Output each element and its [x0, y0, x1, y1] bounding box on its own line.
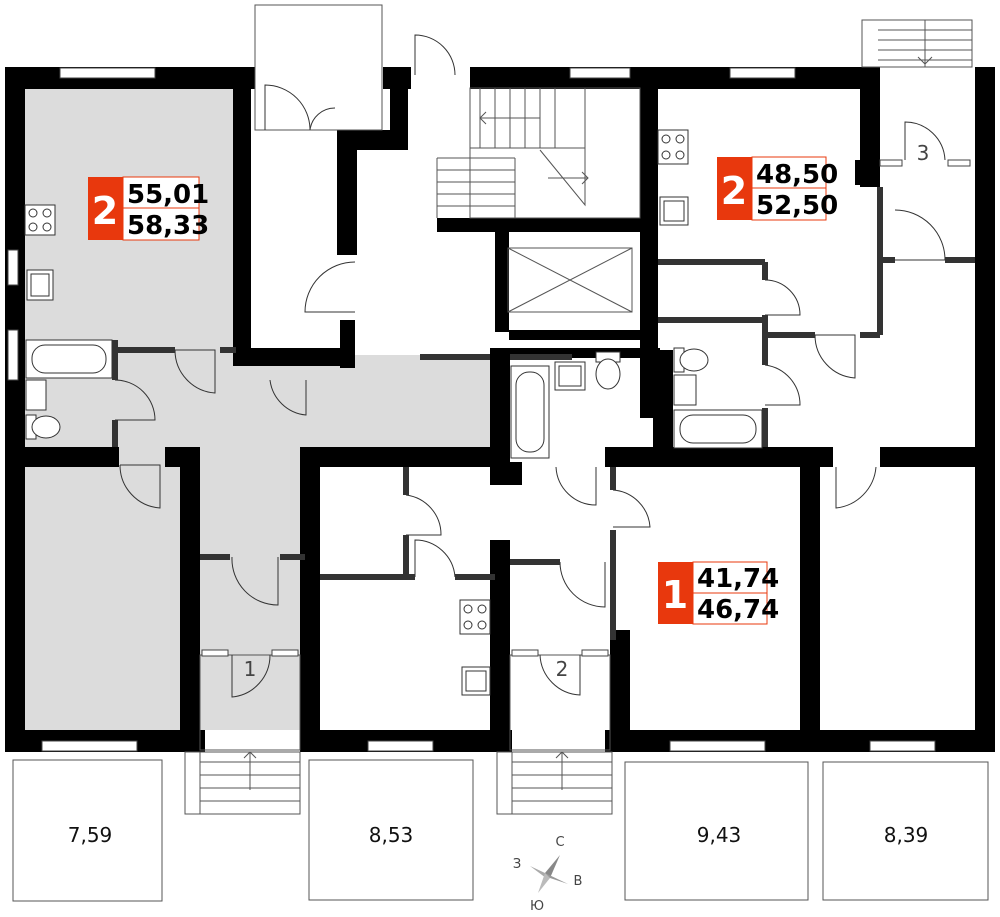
rooms-count: 1 — [662, 573, 688, 617]
terrace-area: 7,59 — [68, 823, 113, 847]
compass-east: В — [574, 874, 583, 889]
rooms-badge — [717, 157, 752, 220]
entrance-number: 3 — [917, 141, 930, 165]
stove-icon — [459, 599, 491, 635]
sink-icon — [659, 196, 689, 226]
terrace: 8,39 — [822, 761, 989, 901]
compass-south: Ю — [530, 899, 544, 914]
entrance-number: 2 — [556, 657, 569, 681]
living-area: 55,01 — [127, 180, 209, 210]
elevator-shaft — [507, 247, 649, 340]
entrance-steps — [184, 751, 613, 815]
terrace: 9,43 — [624, 761, 809, 901]
rooms-count: 2 — [92, 189, 118, 233]
toilet-icon — [673, 347, 709, 373]
compass-west: З — [513, 857, 521, 872]
total-area: 58,33 — [127, 211, 209, 241]
bathtub-icon — [510, 365, 550, 459]
terrace-area: 8,39 — [884, 823, 929, 847]
total-area: 52,50 — [756, 191, 838, 221]
rooms-badge — [88, 177, 123, 240]
rooms-count: 2 — [721, 169, 747, 213]
partitions — [112, 187, 975, 640]
toilet-icon — [595, 351, 621, 390]
sink-icon — [461, 666, 491, 696]
fixtures — [24, 129, 763, 696]
sink-icon — [673, 374, 697, 406]
sink-icon — [554, 361, 586, 391]
living-area: 48,50 — [756, 160, 838, 190]
entrance-number: 1 — [244, 657, 257, 681]
compass-north: С — [555, 835, 564, 850]
apartment-label-a[interactable]: 2 55,01 58,33 — [88, 176, 209, 241]
living-area: 41,74 — [697, 564, 779, 594]
staircase — [436, 87, 641, 219]
stove-icon — [24, 204, 56, 236]
bathtub-icon — [673, 409, 763, 449]
terrace-area: 8,53 — [369, 823, 414, 847]
total-area: 46,74 — [697, 595, 779, 625]
apartment-label-b[interactable]: 2 48,50 52,50 — [717, 156, 838, 221]
doors — [114, 34, 946, 698]
terrace: 8,53 — [308, 759, 474, 901]
apartment-label-c[interactable]: 1 41,74 46,74 — [658, 561, 779, 625]
interior-walls — [24, 75, 975, 752]
stove-icon — [657, 129, 689, 165]
terrace-area: 9,43 — [697, 823, 742, 847]
sink-icon — [25, 379, 47, 411]
rooms-badge — [658, 562, 693, 624]
terrace: 7,59 — [12, 759, 163, 902]
entrance-vestibules — [199, 4, 973, 751]
compass-rose: С В Ю З — [513, 835, 583, 914]
sink-icon — [26, 269, 54, 301]
bathtub-icon — [25, 339, 113, 379]
toilet-icon — [25, 414, 61, 440]
windows — [7, 67, 936, 752]
